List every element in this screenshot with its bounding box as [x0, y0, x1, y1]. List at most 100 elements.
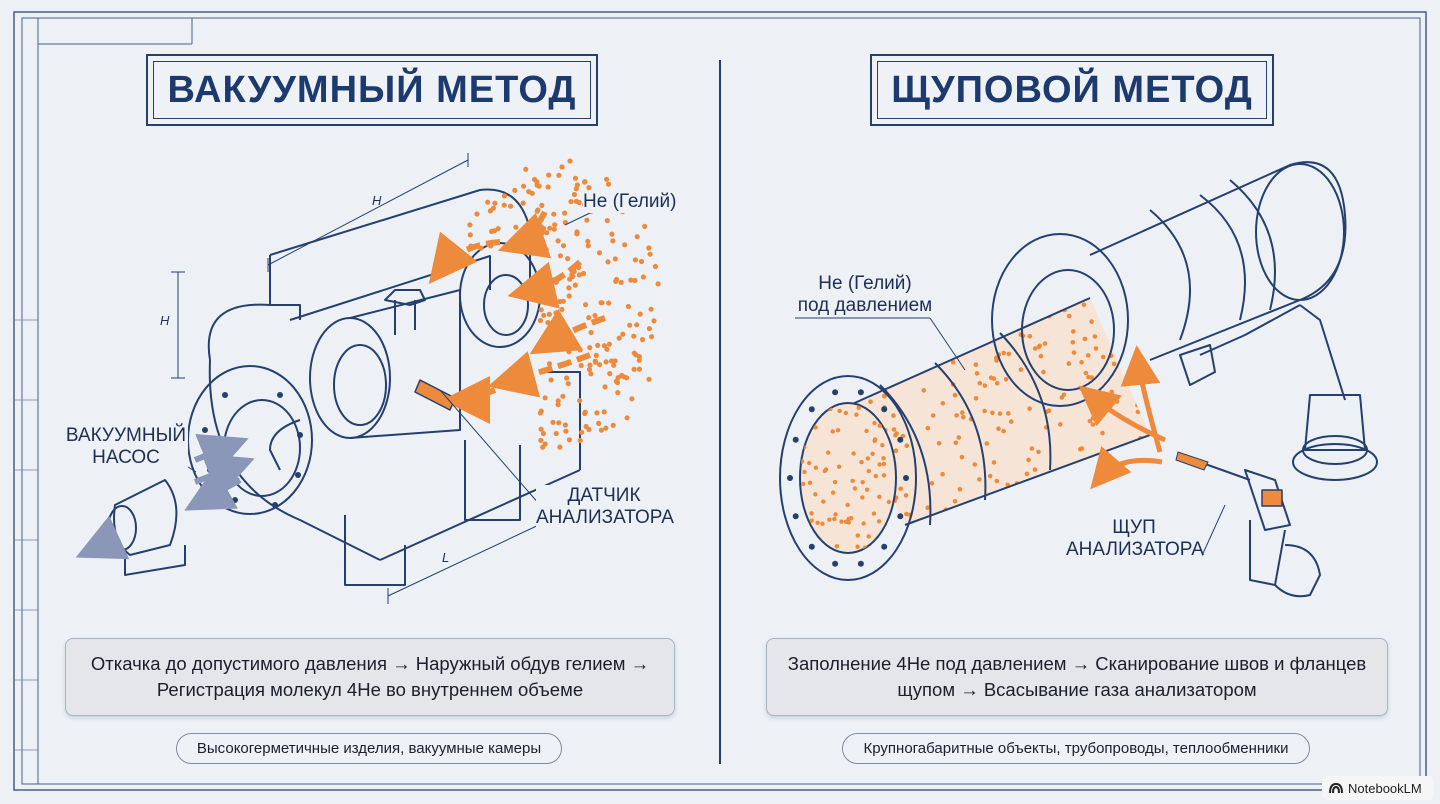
helium-dot	[560, 243, 567, 249]
helium-dot	[892, 330, 898, 336]
helium-dot	[997, 411, 1003, 416]
helium-dot	[489, 228, 495, 234]
flange-bolt	[792, 513, 799, 520]
helium-dot	[551, 226, 557, 232]
helium-dot	[902, 328, 907, 334]
helium-dot	[1085, 353, 1091, 358]
helium-dot	[1037, 343, 1042, 349]
flange-bolt	[857, 560, 864, 567]
helium-dot	[1057, 483, 1062, 489]
helium-dot	[857, 552, 863, 553]
helium-dot	[904, 443, 910, 449]
helium-dot	[833, 512, 838, 517]
flange-bolt	[832, 389, 839, 396]
helium-dot	[921, 388, 927, 393]
helium-dot	[1032, 346, 1038, 351]
helium-dot	[540, 242, 547, 248]
helium-dot	[628, 277, 634, 283]
helium-dot	[610, 422, 616, 428]
helium-dot	[629, 396, 635, 402]
helium-dot	[1143, 444, 1148, 449]
helium-dot	[1008, 419, 1014, 424]
helium-dot	[566, 437, 573, 443]
helium-dot	[881, 461, 887, 467]
helium-dot	[1032, 467, 1038, 472]
left-application: Высокогерметичные изделия, вакуумные кам…	[176, 733, 562, 764]
helium-dot	[632, 257, 639, 263]
helium-dot	[973, 362, 979, 368]
helium-dot	[959, 454, 965, 460]
helium-dot	[994, 478, 1000, 484]
helium-dot	[801, 481, 806, 487]
dim-l: L	[442, 550, 450, 565]
helium-dot	[854, 412, 859, 417]
helium-dot	[545, 184, 551, 190]
helium-dot	[1090, 465, 1095, 470]
helium-dot	[614, 380, 621, 386]
helium-dot	[588, 329, 594, 336]
helium-dot	[830, 429, 835, 434]
helium-dot	[1081, 302, 1087, 308]
helium-dot	[583, 302, 589, 308]
helium-dot	[1006, 351, 1012, 357]
helium-dot	[576, 272, 583, 278]
helium-dot	[882, 340, 887, 346]
helium-dot	[624, 415, 630, 421]
helium-dot	[523, 166, 529, 172]
helium-dot	[568, 199, 574, 205]
helium-dot	[538, 426, 544, 432]
helium-dot	[573, 198, 579, 204]
helium-dot	[850, 334, 855, 339]
helium-dot	[940, 401, 946, 406]
helium-dot	[616, 335, 622, 341]
helium-dot	[988, 375, 994, 381]
helium-dot	[621, 374, 627, 380]
helium-dot	[957, 308, 962, 313]
helium-dot	[984, 441, 990, 446]
helium-dot	[813, 465, 819, 470]
helium-dot	[893, 432, 898, 438]
helium-dot	[872, 420, 877, 426]
helium-dot	[540, 430, 547, 437]
helium-dot	[555, 402, 561, 408]
helium-dot	[538, 408, 544, 414]
helium-dot	[1057, 471, 1063, 476]
helium-dot	[592, 312, 598, 319]
helium-dot	[859, 459, 864, 465]
helium-dot	[597, 362, 603, 368]
helium-dot	[947, 333, 952, 339]
helium-dot	[993, 502, 998, 508]
helium-dot	[852, 486, 858, 491]
helium-dot	[887, 549, 892, 553]
helium-dot	[1130, 323, 1135, 329]
helium-dot	[534, 208, 540, 214]
helium-dot	[990, 410, 995, 416]
helium-dot	[871, 511, 877, 516]
helium-dot	[1024, 471, 1030, 477]
helium-dot	[1109, 389, 1114, 395]
helium-dot	[539, 230, 545, 236]
helium-dot	[546, 361, 553, 367]
helium-dot	[1056, 475, 1062, 481]
helium-dot	[612, 358, 618, 364]
helium-dot	[826, 450, 831, 455]
helium-dot	[508, 203, 514, 209]
helium-dot	[905, 354, 911, 360]
helium-dot	[604, 218, 610, 224]
helium-dot	[881, 535, 886, 541]
helium-dot	[538, 437, 544, 443]
helium-dot	[646, 326, 653, 332]
helium-dot	[521, 183, 527, 189]
helium-dot	[485, 199, 491, 205]
helium-dot	[926, 352, 931, 358]
helium-dot	[929, 481, 935, 486]
helium-dot	[541, 312, 547, 318]
helium-dot	[1013, 511, 1019, 517]
helium-dot	[636, 366, 643, 372]
helium-dot	[578, 362, 584, 369]
helium-dot	[1070, 340, 1076, 345]
helium-dot	[872, 438, 877, 444]
helium-dot	[612, 256, 618, 262]
helium-dot	[1027, 406, 1032, 412]
helium-dot	[1143, 367, 1148, 373]
